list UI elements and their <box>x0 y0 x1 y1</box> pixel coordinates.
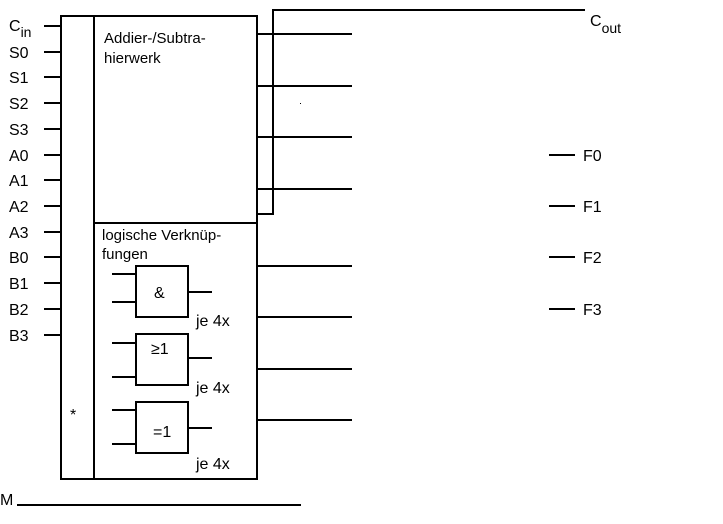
adder-title-line2: hierwerk <box>104 50 161 67</box>
logic-block <box>93 222 258 480</box>
xor-gate-count: je 4x <box>195 456 230 473</box>
or-gate-symbol: ≥1 <box>151 341 169 358</box>
input-label-s1: S1 <box>9 70 29 87</box>
f-output-lines <box>549 154 575 310</box>
adder-output-lines <box>257 33 352 190</box>
and-gate-count: je 4x <box>195 313 230 330</box>
input-label-b2: B2 <box>9 302 29 319</box>
input-label-b1: B1 <box>9 276 29 293</box>
adder-block <box>93 15 258 224</box>
input-label-s3: S3 <box>9 122 29 139</box>
output-label-f2: F2 <box>583 250 602 267</box>
output-label-f3: F3 <box>583 302 602 319</box>
or-gate <box>112 333 212 386</box>
carry-in-label: Cin <box>9 18 31 40</box>
output-label-f0: F0 <box>583 148 602 165</box>
carry-out-wire <box>257 9 585 215</box>
adder-title-line1: Addier-/Subtra- <box>104 30 206 47</box>
stray-dot <box>300 103 301 104</box>
input-label-b3: B3 <box>9 328 29 345</box>
and-gate <box>112 265 212 318</box>
logic-output-lines <box>257 265 352 421</box>
input-label-a3: A3 <box>9 225 29 242</box>
and-gate-symbol: & <box>154 285 165 302</box>
logic-title-line1: logische Verknüp- <box>102 227 221 244</box>
or-gate-count: je 4x <box>195 380 230 397</box>
input-label-a1: A1 <box>9 173 29 190</box>
input-lines <box>44 25 61 336</box>
mode-label: M <box>0 492 13 509</box>
xor-gate <box>112 401 212 454</box>
input-label-s0: S0 <box>9 45 29 62</box>
star-marker: * <box>70 407 76 424</box>
input-label-a2: A2 <box>9 199 29 216</box>
xor-gate-symbol: =1 <box>153 424 171 441</box>
input-label-s2: S2 <box>9 96 29 113</box>
carry-out-label: Cout <box>590 13 621 36</box>
logic-title-line2: fungen <box>102 246 148 263</box>
control-column <box>60 15 95 480</box>
output-label-f1: F1 <box>583 199 602 216</box>
input-label-a0: A0 <box>9 148 29 165</box>
input-label-b0: B0 <box>9 250 29 267</box>
